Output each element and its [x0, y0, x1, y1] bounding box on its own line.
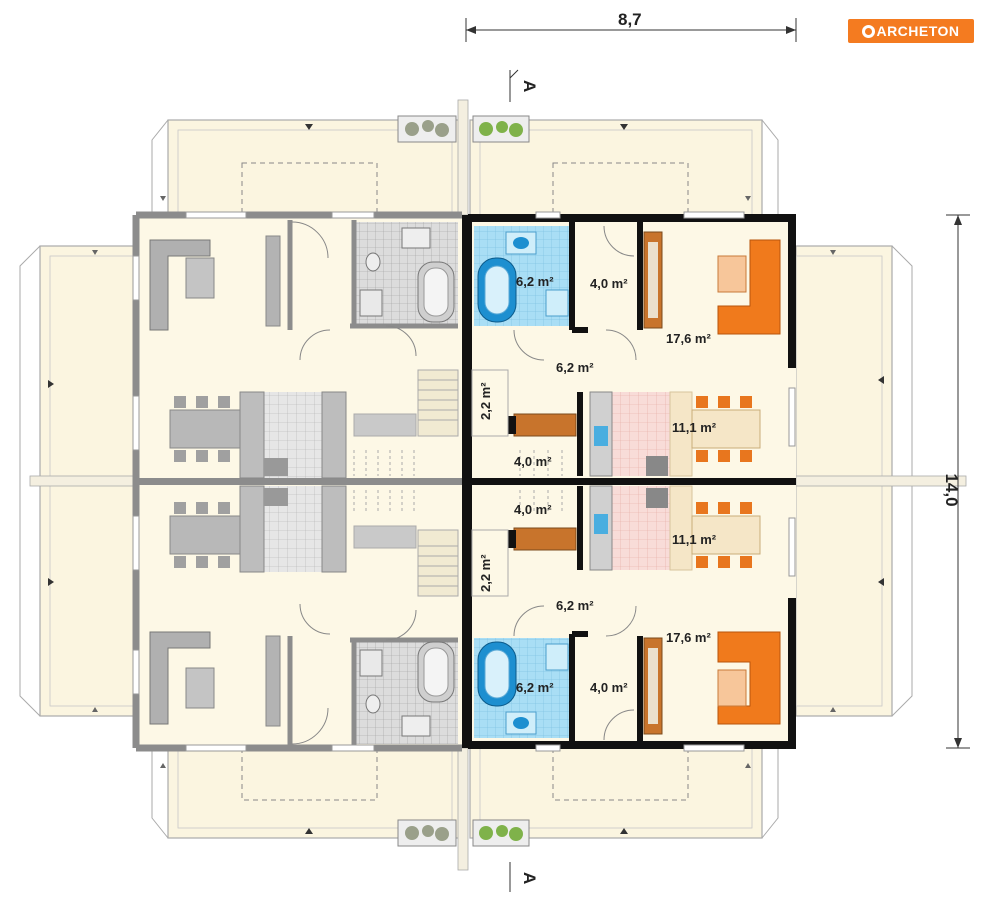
room-labels: 6,2 m² 4,0 m² 17,6 m² 6,2 m² 11,1 m² 2,2… — [478, 274, 717, 695]
right-units — [462, 211, 796, 752]
room-lower-stair-area: 2,2 m² — [478, 554, 493, 592]
room-lower-hall-area: 6,2 m² — [556, 598, 594, 613]
section-marker-top: A — [509, 69, 539, 102]
dimension-depth: 14,0 — [942, 214, 970, 749]
section-marker-bottom: A — [509, 862, 539, 892]
width-dimension-label: 8,7 — [618, 10, 642, 29]
room-upper-kitchen-area: 11,1 m² — [672, 420, 717, 435]
room-lower-kitchen-area: 11,1 m² — [672, 532, 717, 547]
room-upper-living-area: 17,6 m² — [666, 331, 711, 346]
room-lower-bath-area: 6,2 m² — [516, 680, 554, 695]
room-upper-stair-area: 2,2 m² — [478, 382, 493, 420]
left-units — [132, 211, 462, 752]
room-upper-hall-area: 6,2 m² — [556, 360, 594, 375]
archeton-logo: ARCHETON — [848, 19, 974, 43]
section-label-top: A — [520, 80, 539, 92]
room-lower-living-area: 17,6 m² — [666, 630, 711, 645]
room-lower-vestibule-area: 4,0 m² — [514, 502, 552, 517]
dimension-width: 8,7 — [465, 10, 797, 42]
terrace-top-right — [469, 119, 763, 216]
room-lower-wc-area: 4,0 m² — [590, 680, 628, 695]
logo-circle-icon — [862, 24, 876, 38]
logo-text: ARCHETON — [876, 23, 960, 39]
planters — [397, 115, 530, 847]
room-upper-vestibule-area: 4,0 m² — [514, 454, 552, 469]
depth-dimension-label: 14,0 — [942, 473, 961, 506]
section-label-bottom: A — [520, 872, 539, 884]
room-upper-wc-area: 4,0 m² — [590, 276, 628, 291]
room-upper-bath-area: 6,2 m² — [516, 274, 554, 289]
